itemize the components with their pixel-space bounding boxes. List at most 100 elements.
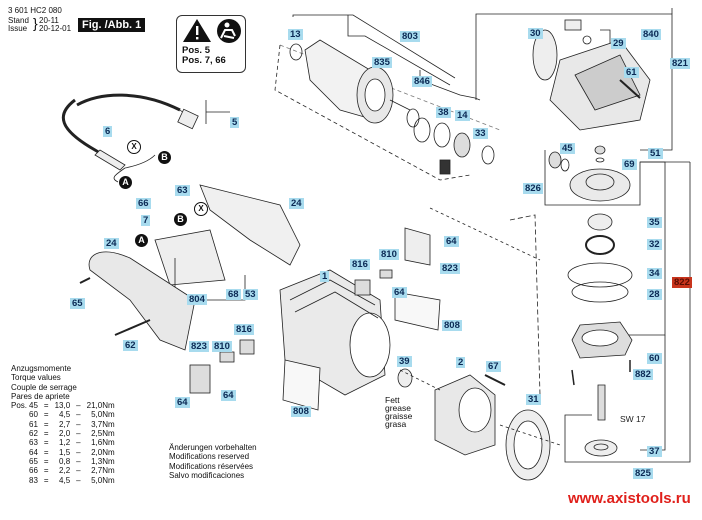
torque-dash: –	[76, 475, 81, 485]
torque-pos-prefix	[11, 457, 29, 466]
torque-max: 1,3Nm	[91, 456, 115, 466]
part-label-39[interactable]: 39	[397, 356, 412, 367]
torque-min: 2,7	[59, 419, 71, 429]
part-label-2[interactable]: 2	[456, 357, 466, 368]
part-label-810-lower[interactable]: 810	[212, 341, 232, 352]
part-label-34[interactable]: 34	[647, 268, 662, 279]
part-label-840[interactable]: 840	[641, 29, 661, 40]
part-label-31[interactable]: 31	[526, 394, 541, 405]
torque-title-de: Anzugsmomente	[11, 364, 72, 373]
note-en: Modifications reserved	[169, 452, 250, 462]
torque-eq: =	[43, 466, 49, 476]
torque-min: 1,5	[59, 447, 71, 457]
part-label-823-lower[interactable]: 823	[189, 341, 209, 352]
torque-dash: –	[76, 419, 81, 429]
part-label-30[interactable]: 30	[528, 28, 543, 39]
part-label-32[interactable]: 32	[647, 239, 662, 250]
torque-eq: =	[43, 401, 49, 411]
part-label-826[interactable]: 826	[523, 183, 543, 194]
torque-dash: –	[76, 456, 81, 466]
torque-pos-prefix: Pos.	[11, 401, 28, 411]
torque-eq: =	[43, 475, 49, 485]
grease-en: grease	[385, 403, 411, 413]
part-label-804[interactable]: 804	[187, 294, 207, 305]
part-label-64-upper[interactable]: 64	[444, 236, 459, 247]
torque-pos: 65	[29, 456, 38, 466]
part-label-62[interactable]: 62	[123, 340, 138, 351]
part-label-33[interactable]: 33	[473, 128, 488, 139]
torque-eq: =	[43, 429, 49, 439]
torque-dash: –	[76, 438, 81, 448]
note-es: Salvo modificaciones	[169, 470, 245, 480]
torque-max: 2,0Nm	[91, 447, 115, 457]
part-label-825[interactable]: 825	[633, 468, 653, 479]
part-label-13[interactable]: 13	[288, 29, 303, 40]
warning-triangle-icon	[183, 19, 211, 42]
torque-eq: =	[43, 456, 49, 466]
part-label-63[interactable]: 63	[175, 185, 190, 196]
part-label-810-upper[interactable]: 810	[379, 249, 399, 260]
part-label-808-lower[interactable]: 808	[291, 406, 311, 417]
part-label-803[interactable]: 803	[400, 31, 420, 42]
issue-label: Issue	[8, 24, 28, 33]
part-label-823-upper[interactable]: 823	[440, 263, 460, 274]
stand-value: 20-11	[39, 16, 59, 25]
part-label-882[interactable]: 882	[633, 369, 653, 380]
part-label-53[interactable]: 53	[243, 289, 258, 300]
grease-note: Fett grease graisse grasa	[385, 395, 413, 429]
brace: }	[33, 15, 38, 31]
part-label-68[interactable]: 68	[226, 289, 241, 300]
part-label-38[interactable]: 38	[436, 107, 451, 118]
part-label-64-mid[interactable]: 64	[392, 287, 407, 298]
part-label-69[interactable]: 69	[622, 159, 637, 170]
watermark-link[interactable]: www.axistools.ru	[568, 490, 691, 507]
part-label-14[interactable]: 14	[455, 110, 470, 121]
part-label-61[interactable]: 61	[624, 67, 639, 78]
torque-eq: =	[43, 419, 49, 429]
part-label-5[interactable]: 5	[230, 117, 240, 128]
part-label-45[interactable]: 45	[560, 143, 575, 154]
part-label-51[interactable]: 51	[648, 148, 663, 159]
part-label-65[interactable]: 65	[70, 298, 85, 309]
part-number: 3 601 HC2 080	[8, 6, 62, 15]
torque-eq: =	[43, 410, 49, 420]
part-label-64-bottom-left[interactable]: 64	[175, 397, 190, 408]
grease-fr: graisse	[385, 411, 413, 421]
part-label-822[interactable]: 822	[672, 277, 692, 288]
part-label-66[interactable]: 66	[136, 198, 151, 209]
part-label-6[interactable]: 6	[103, 126, 113, 137]
connector-a-cord: A	[119, 176, 132, 189]
part-label-35[interactable]: 35	[647, 217, 662, 228]
grease-de: Fett	[385, 395, 400, 405]
part-label-24-handle[interactable]: 24	[104, 238, 119, 249]
torque-pos-prefix	[11, 448, 29, 457]
connector-b-cord: B	[158, 151, 171, 164]
warning-box: Pos. 5 Pos. 7, 66	[176, 15, 246, 73]
part-label-60[interactable]: 60	[647, 353, 662, 364]
torque-row: 66=2,2–2,7Nm	[11, 466, 115, 475]
connector-b-switch: B	[174, 213, 187, 226]
part-label-24-top[interactable]: 24	[289, 198, 304, 209]
torque-dash: –	[76, 401, 81, 411]
part-label-846[interactable]: 846	[412, 76, 432, 87]
part-label-835[interactable]: 835	[372, 57, 392, 68]
part-label-821[interactable]: 821	[670, 58, 690, 69]
torque-pos: 45	[29, 401, 38, 411]
part-label-808-right[interactable]: 808	[442, 320, 462, 331]
torque-max: 5,0Nm	[91, 410, 115, 420]
part-label-29[interactable]: 29	[611, 38, 626, 49]
torque-pos-prefix	[11, 466, 29, 475]
part-label-816-lower[interactable]: 816	[234, 324, 254, 335]
part-label-1[interactable]: 1	[320, 271, 330, 282]
torque-row: 64=1,5–2,0Nm	[11, 448, 115, 457]
torque-row: 62=2,0–2,5Nm	[11, 429, 115, 438]
torque-dash: –	[76, 466, 81, 476]
part-label-7[interactable]: 7	[141, 215, 151, 226]
part-label-37[interactable]: 37	[647, 446, 662, 457]
torque-pos-prefix	[11, 429, 29, 438]
part-label-67[interactable]: 67	[486, 361, 501, 372]
part-label-28[interactable]: 28	[647, 289, 662, 300]
part-label-64-lower[interactable]: 64	[221, 390, 236, 401]
part-label-816-upper[interactable]: 816	[350, 259, 370, 270]
